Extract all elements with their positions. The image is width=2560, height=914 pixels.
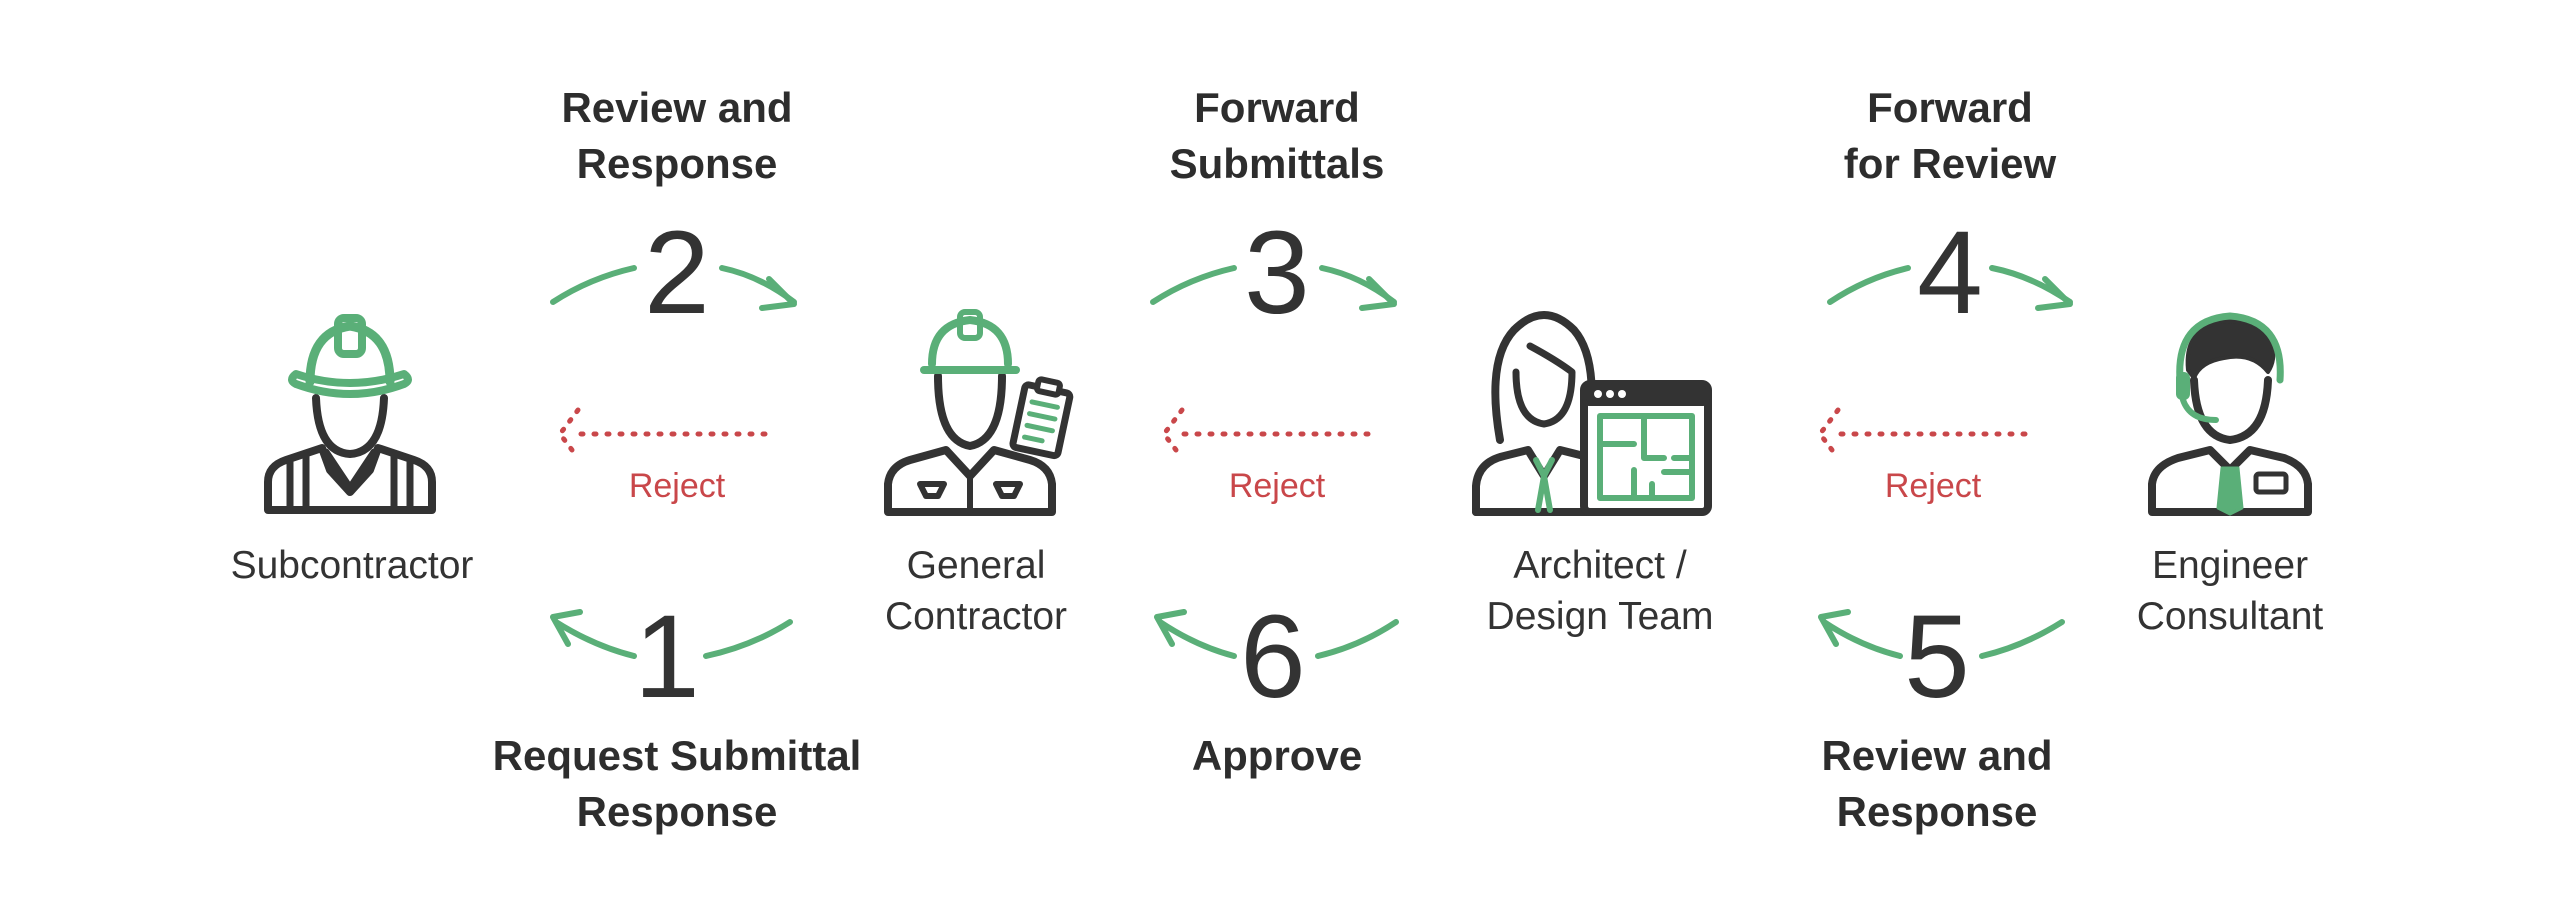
role-general-contractor: General Contractor	[826, 540, 1126, 642]
arrow-step-3	[1150, 265, 1397, 311]
role-architect-line-2: Design Team	[1486, 595, 1714, 638]
step-1-title-line-2: Response	[576, 788, 778, 835]
consultant-with-headset-icon	[2148, 312, 2312, 516]
reject-arrow-3	[1816, 407, 2028, 461]
step-4-title-line-2: for Review	[1843, 140, 2057, 187]
step-3-number: 3	[1244, 207, 1310, 339]
step-2-title-line-1: Review and	[561, 84, 793, 131]
reject-label-1: Reject	[628, 467, 726, 505]
reject-arrow-1	[556, 407, 768, 461]
step-1-number: 1	[634, 591, 700, 723]
reject-arrow-2	[1160, 407, 1371, 461]
role-architect: Architect / Design Team	[1450, 540, 1750, 642]
step-2-title-line-2: Response	[576, 140, 778, 187]
role-architect-line-1: Architect /	[1513, 544, 1687, 587]
step-5-title: Review and Response	[1737, 728, 2137, 840]
role-general-contractor-line-2: Contractor	[884, 595, 1068, 638]
arrow-step-5	[1818, 609, 2065, 659]
role-subcontractor: Subcontractor	[202, 540, 502, 591]
construction-worker-hardhat-icon	[264, 314, 436, 514]
role-subcontractor-label: Subcontractor	[230, 544, 474, 587]
contractor-with-clipboard-icon	[884, 309, 1074, 516]
arrow-step-4	[1827, 265, 2073, 311]
reject-label-2: Reject	[1228, 467, 1326, 505]
role-engineer-line-1: Engineer	[2151, 544, 2309, 587]
role-general-contractor-line-1: General	[906, 544, 1046, 587]
step-3-title-line-1: Forward	[1194, 84, 1360, 131]
role-engineer-line-2: Consultant	[2136, 595, 2324, 638]
step-2-number: 2	[644, 207, 710, 339]
step-6-title: Approve	[1077, 728, 1477, 784]
step-1-title: Request Submittal Response	[427, 728, 927, 840]
step-3-title-line-2: Submittals	[1169, 140, 1385, 187]
step-5-title-line-1: Review and	[1821, 732, 2053, 779]
step-1-title-line-1: Request Submittal	[492, 732, 862, 779]
step-4-number: 4	[1917, 207, 1983, 339]
step-5-number: 5	[1904, 591, 1970, 723]
role-engineer: Engineer Consultant	[2080, 540, 2380, 642]
step-5-title-line-2: Response	[1836, 788, 2038, 835]
architect-with-blueprint-icon	[1472, 311, 1712, 516]
arrow-step-1	[550, 609, 793, 659]
step-3-title: Forward Submittals	[1077, 80, 1477, 192]
arrow-step-6	[1154, 609, 1399, 659]
step-6-number: 6	[1240, 591, 1306, 723]
arrow-step-2	[550, 265, 797, 311]
step-6-title-line-1: Approve	[1191, 732, 1363, 779]
step-2-title: Review and Response	[477, 80, 877, 192]
step-4-title-line-1: Forward	[1867, 84, 2033, 131]
reject-label-3: Reject	[1884, 467, 1982, 505]
step-4-title: Forward for Review	[1750, 80, 2150, 192]
